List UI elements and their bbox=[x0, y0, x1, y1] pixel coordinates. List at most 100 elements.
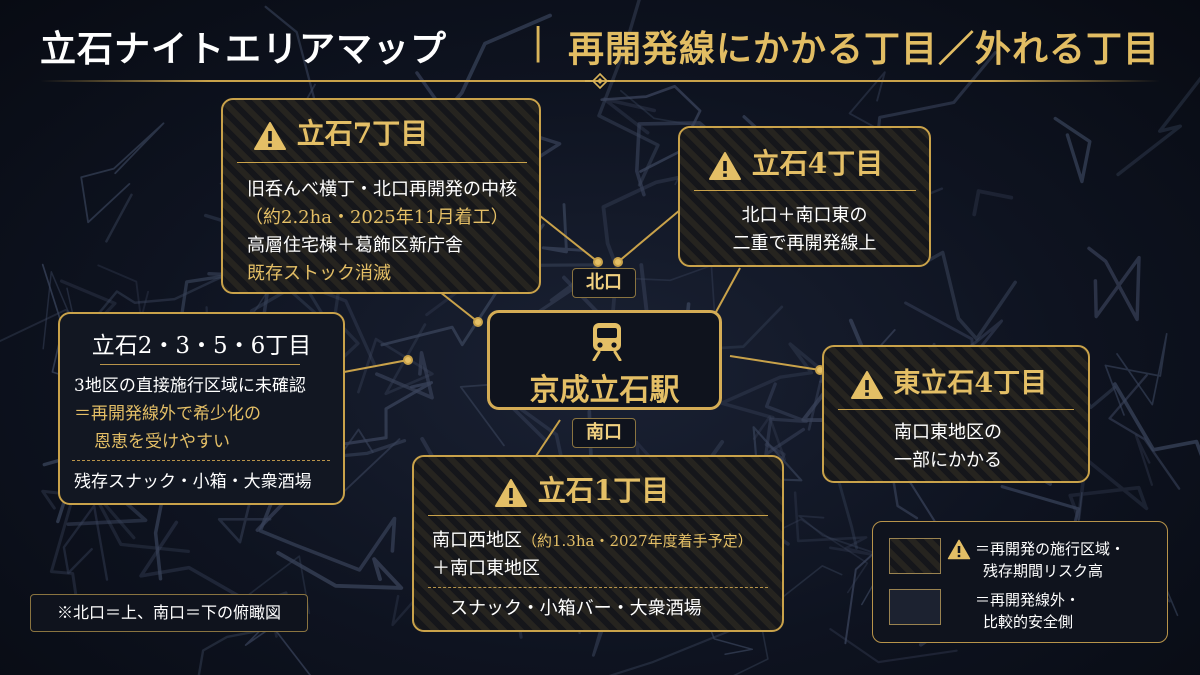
street-line bbox=[1068, 457, 1149, 521]
street-line bbox=[62, 504, 109, 581]
area-heading-text: 東立石4丁目 bbox=[893, 368, 1048, 399]
page-title: 立石ナイトエリアマップ | 再開発線にかかる丁目／外れる丁目 bbox=[40, 18, 1160, 70]
street-line bbox=[793, 491, 876, 557]
street-line bbox=[798, 515, 893, 560]
street-line bbox=[1087, 246, 1141, 322]
connector-dot bbox=[613, 257, 623, 267]
connector-tateishi1 bbox=[535, 419, 561, 457]
area-box-tateishi1: 立石1丁目 南口西地区（約1.3ha・2027年度着手予定） ＋南口東地区 スナ… bbox=[412, 455, 784, 632]
connector-dot bbox=[403, 355, 413, 365]
area-text-line: 一部にかかる bbox=[894, 450, 1002, 471]
ornament-icon bbox=[585, 73, 615, 89]
warning-icon bbox=[254, 121, 286, 150]
legend-safe-line2: 比較的安全側 bbox=[983, 613, 1074, 631]
area-text-line: 南口西地区（約1.3ha・2027年度着手予定） bbox=[432, 527, 753, 555]
map-orientation-note: ※北口＝上、南口＝下の俯瞰図 bbox=[30, 594, 308, 632]
street-line bbox=[72, 271, 234, 346]
divider bbox=[428, 515, 768, 516]
station-name: 京成立石駅 bbox=[529, 373, 680, 408]
street-line bbox=[523, 263, 601, 318]
street-line bbox=[105, 193, 133, 243]
train-icon bbox=[592, 323, 622, 361]
divider bbox=[838, 409, 1074, 410]
area-text-line: 残存スナック・小箱・大衆酒場 bbox=[74, 472, 312, 492]
street-line bbox=[848, 71, 887, 134]
area-text-line: （約2.2ha・2025年11月着工） bbox=[245, 207, 509, 228]
station-box: 京成立石駅 bbox=[487, 310, 722, 410]
street-line bbox=[1134, 434, 1154, 486]
area-heading-tateishi1: 立石1丁目 bbox=[494, 469, 669, 509]
street-line bbox=[764, 382, 808, 456]
area-text-line: 二重で再開発線上 bbox=[732, 233, 877, 254]
area-box-tateishi4: 立石4丁目 北口＋南口東の 二重で再開発線上 bbox=[678, 126, 931, 267]
street-line bbox=[276, 550, 404, 590]
north-exit-label: 北口 bbox=[572, 268, 636, 298]
area-heading-text: 立石7丁目 bbox=[296, 117, 429, 150]
connector-tateishi2356 bbox=[343, 359, 409, 373]
legend-warning-line1: ＝再開発の施行区域・ bbox=[975, 540, 1126, 558]
warning-icon bbox=[709, 151, 741, 180]
street-line bbox=[1053, 116, 1092, 184]
street-line bbox=[972, 189, 1014, 217]
area-text-line: 北口＋南口東の bbox=[741, 205, 868, 226]
area-box-tateishi2356: 立石2・3・5・6丁目 3地区の直接施行区域に未確認 ＝再開発線外で希少化の 恩… bbox=[58, 312, 345, 505]
title-subtitle: 再開発線にかかる丁目／外れる丁目 bbox=[568, 28, 1161, 70]
divider bbox=[237, 162, 527, 163]
dashed-divider bbox=[428, 587, 768, 588]
street-line bbox=[597, 0, 660, 187]
dashed-divider bbox=[72, 460, 330, 461]
area-text-line: 既存ストック消滅 bbox=[247, 263, 391, 284]
area-text-line: ＋南口東地区 bbox=[432, 558, 540, 579]
title-separator: | bbox=[532, 22, 545, 63]
street-line bbox=[42, 271, 78, 350]
area-text-line: 南口東地区の bbox=[894, 422, 1002, 443]
warning-icon bbox=[495, 478, 527, 507]
warning-icon bbox=[947, 539, 971, 560]
connector-dot bbox=[473, 317, 483, 327]
area-heading-higashitateishi4: 東立石4丁目 bbox=[850, 361, 1047, 400]
street-line bbox=[1113, 382, 1200, 457]
south-exit-label: 南口 bbox=[572, 418, 636, 448]
connector-tateishi4-north bbox=[617, 209, 681, 263]
street-line bbox=[719, 342, 840, 420]
legend-swatch-safe bbox=[889, 589, 941, 625]
street-line bbox=[918, 250, 1017, 341]
area-text-line: スナック・小箱バー・大衆酒場 bbox=[450, 598, 702, 619]
connector-tateishi7-station bbox=[439, 291, 479, 323]
street-line bbox=[41, 489, 83, 629]
title-main: 立石ナイトエリアマップ bbox=[40, 28, 448, 70]
area-heading-tateishi2356: 立石2・3・5・6丁目 bbox=[91, 333, 312, 359]
street-line bbox=[97, 264, 150, 321]
divider bbox=[694, 190, 916, 191]
legend-safe-line1: ＝再開発線外・ bbox=[975, 591, 1081, 609]
street-line bbox=[541, 203, 585, 254]
street-line bbox=[1116, 76, 1200, 177]
street-line bbox=[375, 351, 434, 400]
area-text-line: 高層住宅棟＋葛飾区新庁舎 bbox=[247, 235, 463, 256]
area-text-line: 旧呑んべ横丁・北口再開発の中核 bbox=[247, 179, 517, 200]
area-heading-text: 立石4丁目 bbox=[751, 147, 884, 180]
divider bbox=[100, 364, 300, 365]
legend: ＝再開発の施行区域・ 残存期間リスク高 ＝再開発線外・ 比較的安全側 bbox=[872, 521, 1168, 643]
legend-swatch-warning bbox=[889, 538, 941, 574]
area-box-higashitateishi4: 東立石4丁目 南口東地区の 一部にかかる bbox=[822, 345, 1090, 483]
legend-warning-line2: 残存期間リスク高 bbox=[983, 562, 1104, 580]
street-line bbox=[197, 627, 270, 675]
area-heading-tateishi4: 立石4丁目 bbox=[708, 142, 883, 182]
area-text-part: 南口西地区 bbox=[432, 530, 522, 551]
street-line bbox=[600, 84, 702, 173]
street-line bbox=[89, 487, 190, 554]
street-line bbox=[1108, 374, 1181, 490]
area-text-part: （約1.3ha・2027年度着手予定） bbox=[522, 532, 753, 550]
area-heading-tateishi7: 立石7丁目 bbox=[253, 112, 428, 152]
connector-higashitateishi4 bbox=[729, 355, 821, 371]
connector-tateishi4-station bbox=[715, 267, 741, 313]
area-text-line: ＝再開発線外で希少化の bbox=[74, 404, 261, 424]
area-text-line: 恩恵を受けやすい bbox=[94, 432, 230, 452]
area-box-tateishi7: 立石7丁目 旧呑んべ横丁・北口再開発の中核 （約2.2ha・2025年11月着工… bbox=[221, 98, 541, 294]
area-text-line: 3地区の直接施行区域に未確認 bbox=[74, 376, 306, 396]
warning-icon bbox=[851, 370, 883, 399]
street-line bbox=[1104, 332, 1168, 416]
